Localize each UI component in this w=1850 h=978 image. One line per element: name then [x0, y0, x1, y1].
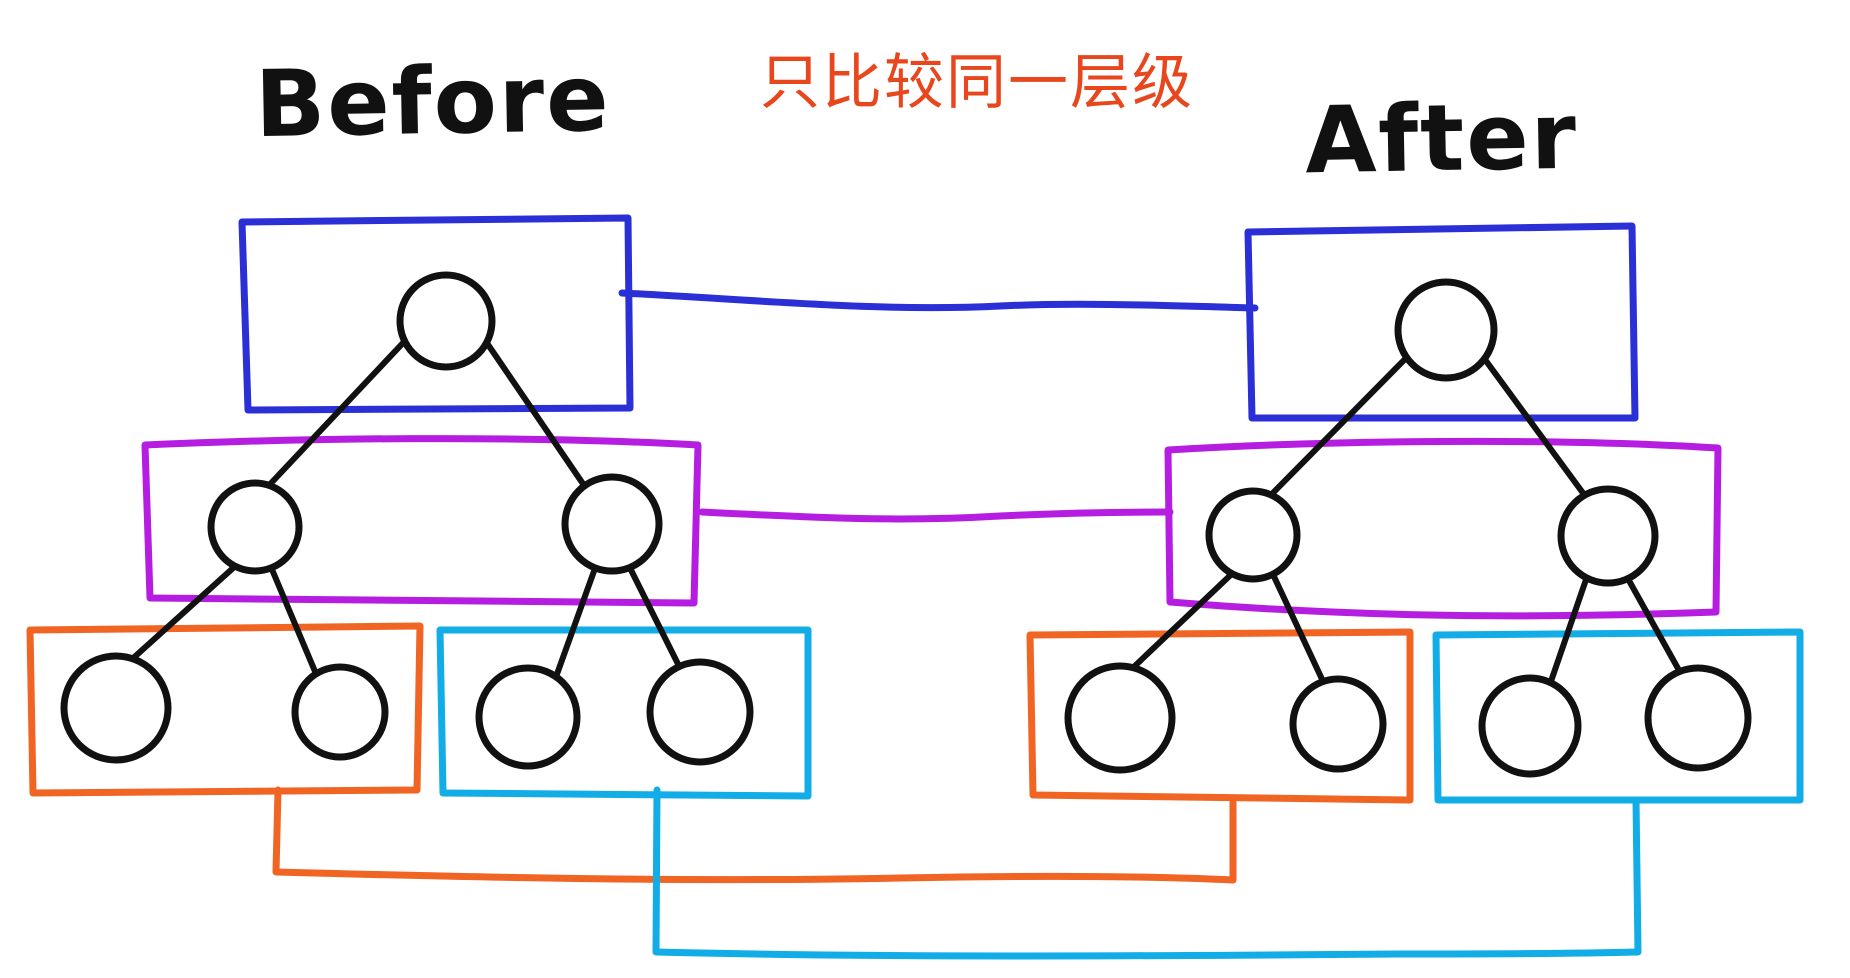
after-level1-box [1244, 222, 1639, 422]
after-level3-right-box [1432, 628, 1804, 804]
before-leaf-node [60, 652, 172, 764]
before-level2-box [141, 435, 702, 607]
level3-left-connector [272, 786, 1237, 884]
before-leaf-node [475, 664, 581, 770]
before-level1-box [238, 214, 634, 414]
after-level2-box [1164, 437, 1722, 620]
before-level3-left-box [26, 622, 424, 797]
before-leaf-node [291, 663, 389, 761]
caption-text: 只比较同一层级 [760, 48, 1194, 118]
before-level3-right-box [436, 626, 812, 800]
level1-connector [618, 289, 1259, 312]
after-child-node [1205, 487, 1301, 583]
after-child-node [1557, 485, 1659, 587]
after-root-node [1394, 278, 1498, 382]
before-tree-nodes [60, 271, 754, 770]
before-child-node [207, 479, 303, 575]
after-leaf-node [1289, 675, 1387, 773]
after-leaf-node [1478, 674, 1582, 778]
level2-connector [698, 508, 1174, 523]
before-leaf-node [646, 658, 754, 766]
before-tree-edges [117, 324, 689, 691]
after-leaf-node [1064, 662, 1176, 774]
after-tree-nodes [1064, 278, 1752, 778]
level3-right-connector [652, 786, 1642, 960]
before-root-node [396, 271, 496, 371]
before-child-node [561, 473, 663, 575]
after-level3-left-box [1026, 628, 1414, 804]
after-leaf-node [1644, 664, 1752, 772]
